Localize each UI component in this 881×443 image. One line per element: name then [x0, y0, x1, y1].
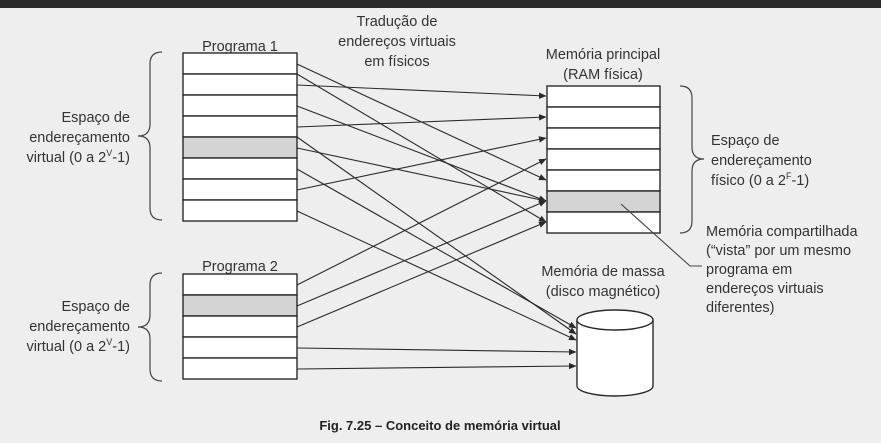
arrow [296, 362, 577, 370]
memoria-massa-line2: (disco magnético) [546, 284, 660, 300]
arrow [296, 73, 547, 223]
ram-frame [546, 106, 661, 129]
traducao-line1: Tradução de [357, 14, 438, 30]
svg-text:endereçamento: endereçamento [29, 319, 130, 335]
programa1-page [182, 94, 298, 117]
programa1-shared-page [182, 136, 298, 159]
virtual-space-label-1: Espaço de endereçamento virtual (0 a 2V-… [26, 110, 130, 166]
arrow [296, 136, 547, 191]
traducao-line2: endereços virtuais [338, 34, 456, 50]
svg-text:endereçamento: endereçamento [29, 130, 130, 146]
translation-arrows [296, 63, 577, 370]
memoria-massa-line1: Memória de massa [541, 264, 665, 280]
programa2-shared-page [182, 294, 298, 317]
programa1-page [182, 199, 298, 222]
ram-frame [546, 211, 661, 234]
arrow [296, 84, 547, 99]
memoria-principal-line2: (RAM física) [563, 67, 643, 83]
programa2-page [182, 336, 298, 359]
arrow [296, 210, 577, 341]
programa1-block [182, 52, 298, 222]
ram-frame [546, 148, 661, 171]
virtual-space-label-2: Espaço de endereçamento virtual (0 a 2V-… [26, 299, 130, 355]
svg-text:Espaço de: Espaço de [61, 110, 130, 126]
physical-space-label: Espaço de endereçamento físico (0 a 2F-1… [711, 133, 812, 189]
ram-frame [546, 169, 661, 192]
arrow [296, 105, 547, 202]
svg-text:endereçamento: endereçamento [711, 153, 812, 169]
svg-text:(“vista” por um mesmo: (“vista” por um mesmo [706, 243, 851, 259]
arrow [296, 347, 577, 356]
arrow [296, 114, 547, 128]
svg-text:Espaço de: Espaço de [61, 299, 130, 315]
programa2-page [182, 273, 298, 296]
programa2-page [182, 315, 298, 338]
programa1-page [182, 73, 298, 96]
arrow [296, 200, 547, 307]
programa1-page [182, 52, 298, 75]
svg-text:virtual (0 a 2V-1): virtual (0 a 2V-1) [26, 337, 130, 355]
svg-text:Espaço de: Espaço de [711, 133, 780, 149]
svg-text:endereços virtuais: endereços virtuais [706, 281, 824, 297]
ram-block [546, 85, 661, 234]
svg-text:virtual (0 a 2V-1): virtual (0 a 2V-1) [26, 148, 130, 166]
svg-text:diferentes): diferentes) [706, 300, 775, 316]
programa2-block [182, 273, 298, 380]
shared-memory-label: Memória compartilhada (“vista” por um me… [706, 224, 858, 316]
shared-memory-leader [620, 203, 702, 267]
ram-frame [546, 127, 661, 150]
physical-space-brace [679, 85, 705, 234]
svg-text:programa em: programa em [706, 262, 792, 278]
arrow [296, 136, 577, 335]
programa2-page [182, 357, 298, 380]
programa1-page [182, 115, 298, 138]
arrow [296, 158, 547, 286]
svg-text:Memória compartilhada: Memória compartilhada [706, 224, 858, 240]
svg-text:físico (0 a 2F-1): físico (0 a 2F-1) [711, 171, 809, 189]
programa1-title: Programa 1 [202, 39, 278, 55]
disk-cylinder-icon [576, 309, 654, 397]
programa1-page [182, 157, 298, 180]
virtual-space-brace-2 [137, 272, 163, 382]
programa1-page [182, 178, 298, 201]
ram-frame [546, 85, 661, 108]
traducao-line3: em físicos [364, 54, 429, 70]
top-bar [0, 0, 881, 8]
programa2-title: Programa 2 [202, 259, 278, 275]
memoria-principal-line1: Memória principal [546, 47, 660, 63]
figure-caption: Fig. 7.25 – Conceito de memória virtual [319, 418, 560, 433]
arrow [296, 221, 547, 328]
ram-shared-frame [546, 190, 661, 213]
virtual-space-brace-1 [137, 51, 163, 221]
arrow [296, 147, 547, 203]
